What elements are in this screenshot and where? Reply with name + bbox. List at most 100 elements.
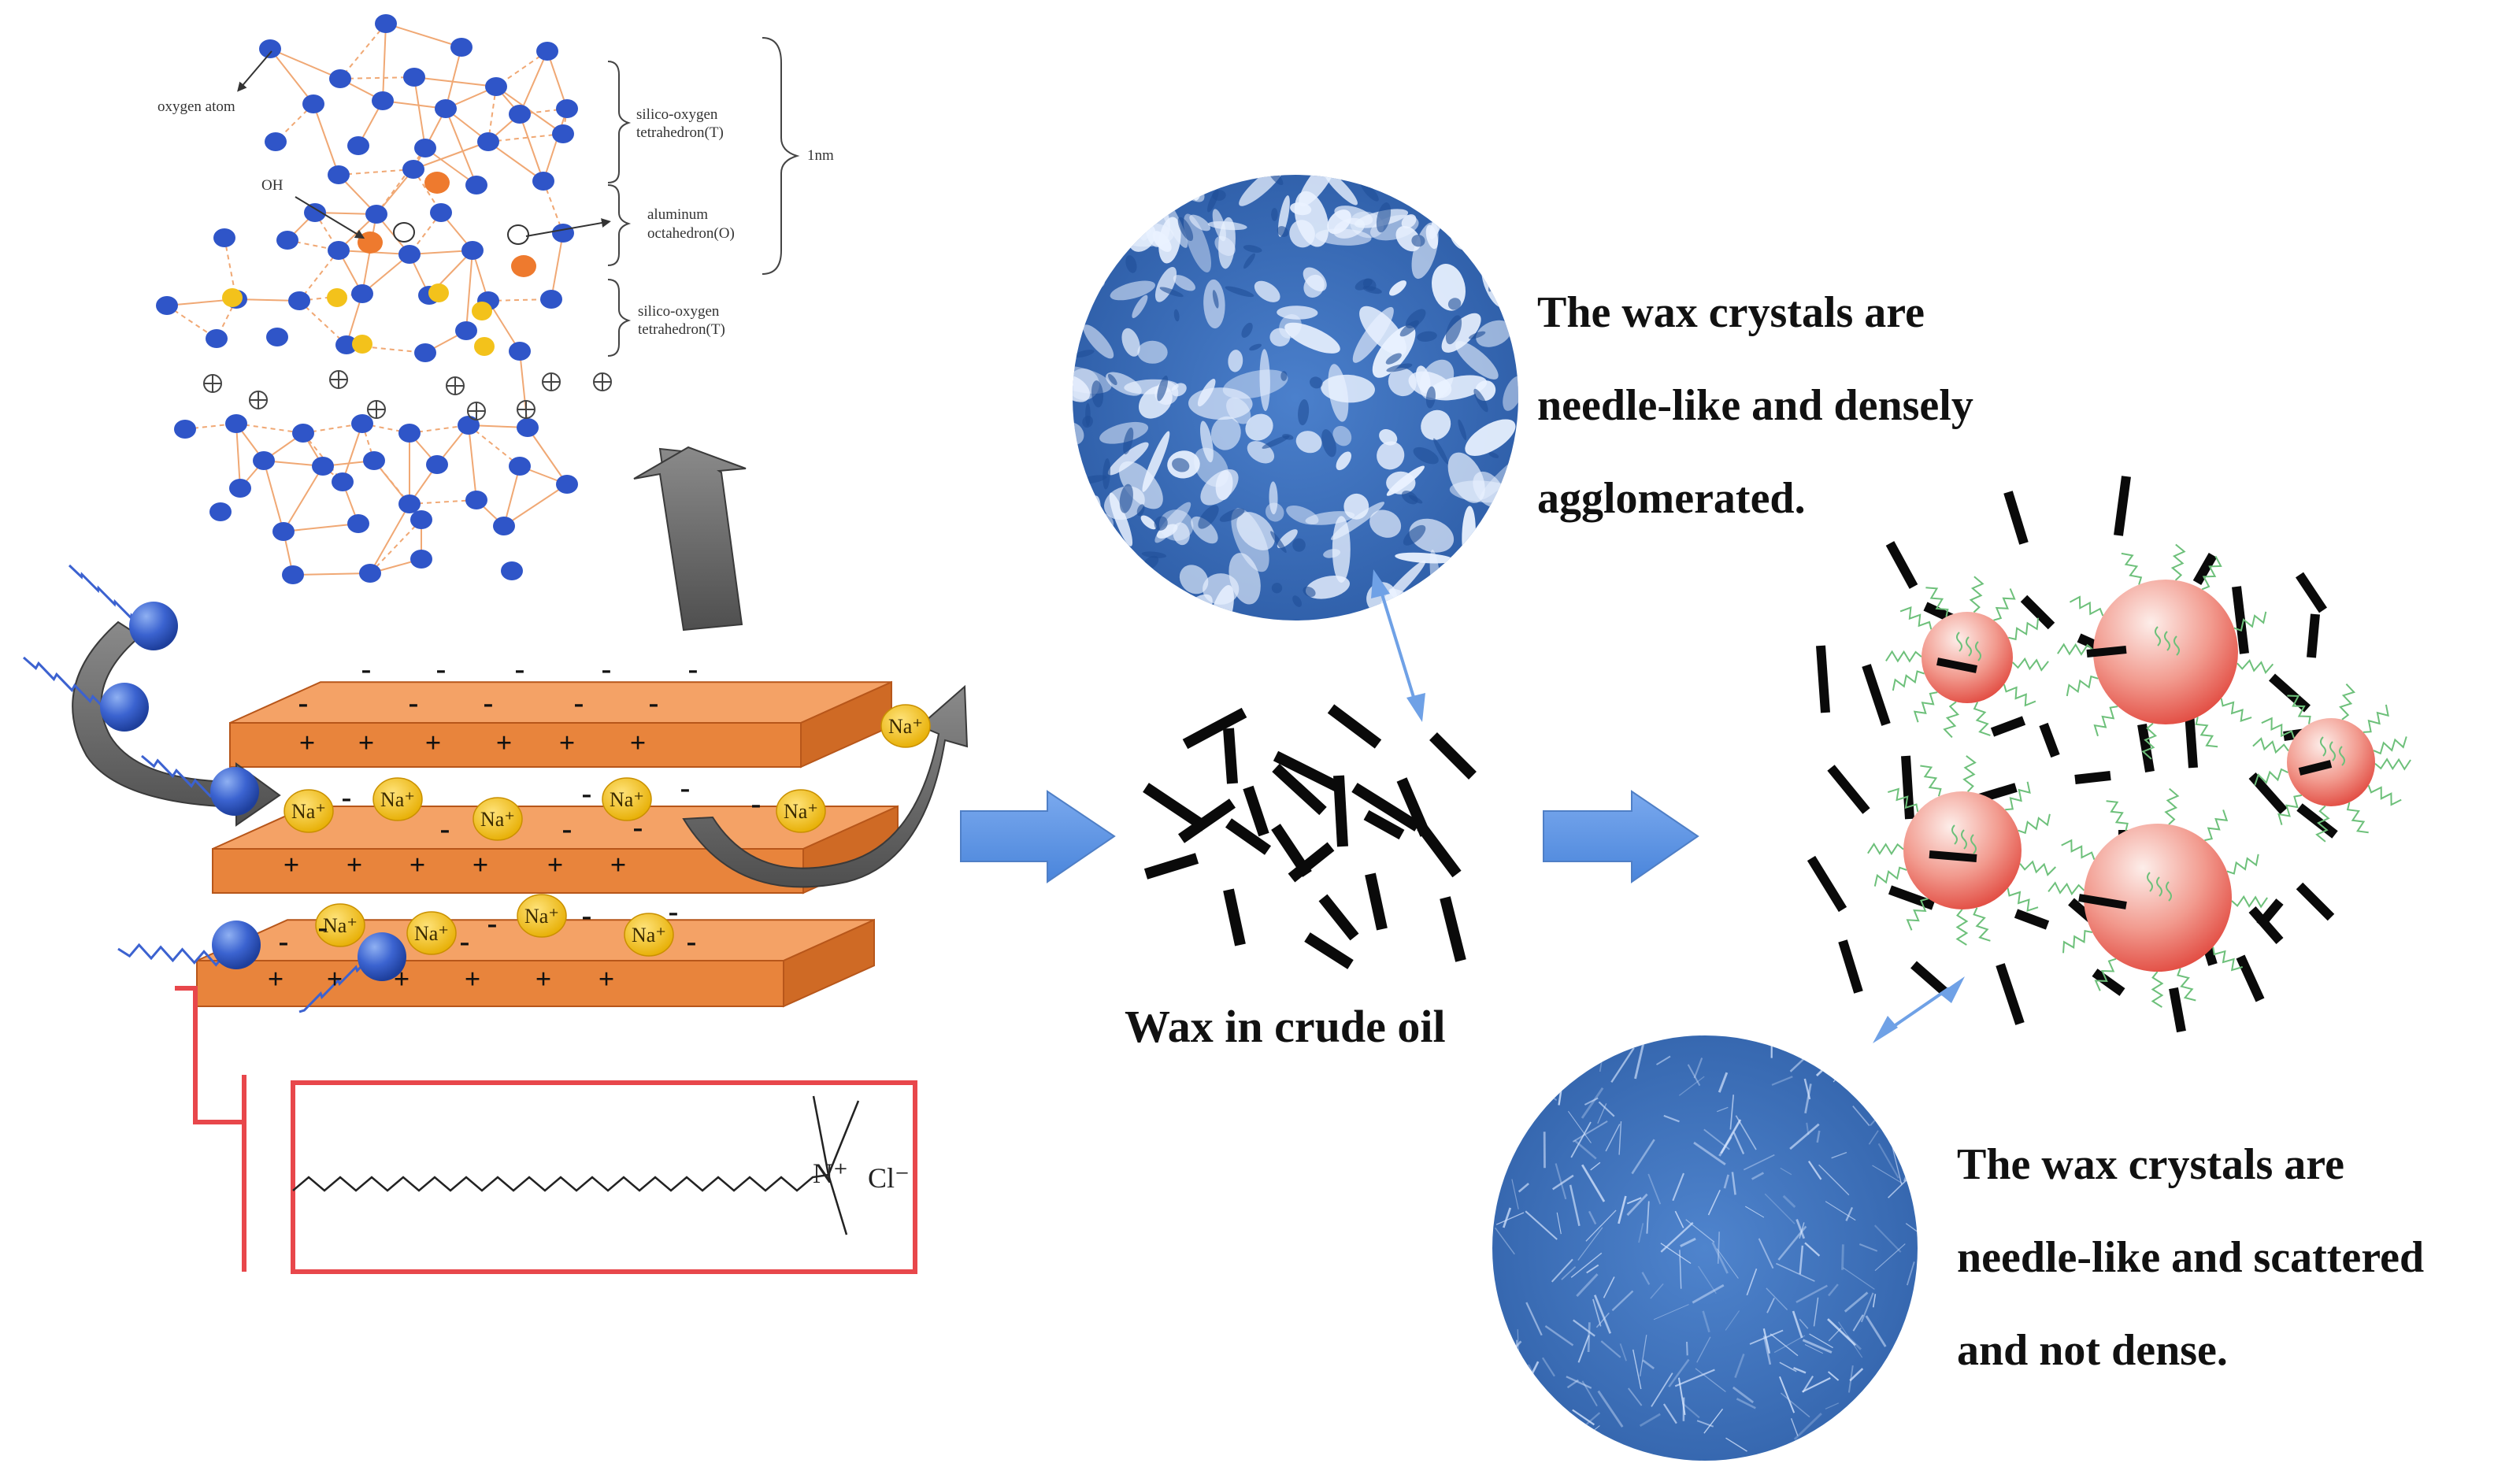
wax-flake: [1066, 608, 1096, 628]
dark-region: [1506, 534, 1523, 555]
wax-needle: [1899, 1380, 1904, 1409]
wax-crystal: [2044, 724, 2055, 756]
lattice-bond: [488, 134, 563, 142]
surfactant-head: [100, 683, 149, 732]
wax-flake: [1077, 574, 1142, 636]
tetrahedron-bottom-label-line2: tetrahedron(T): [638, 321, 725, 339]
wax-crystal: [1307, 937, 1351, 965]
wax-crystal: [2311, 614, 2315, 658]
oxygen-atom: [225, 414, 247, 433]
oxygen-atom: [430, 203, 452, 222]
wax-crystal: [1323, 898, 1354, 937]
wax-needle: [1896, 1117, 1915, 1134]
nanoparticle: [1922, 612, 2013, 703]
negative-charge: -: [460, 925, 470, 958]
wax-crystal: [1421, 827, 1457, 874]
nanoparticle-ligand: [2020, 861, 2055, 875]
oxygen-atom: [213, 228, 235, 247]
wax-needle: [1907, 1432, 1921, 1440]
nanoparticle-ligand: [2008, 618, 2038, 639]
positive-charge: +: [284, 849, 300, 880]
wax-needle: [1868, 1084, 1888, 1117]
oxygen-atom: [532, 172, 554, 191]
lattice-bond: [376, 148, 425, 214]
wax-needle: [1904, 1160, 1912, 1181]
oxygen-atom: [540, 290, 562, 309]
dark-region: [1440, 205, 1451, 217]
nanoparticle-ligand: [2122, 554, 2141, 585]
wax-crystal: [1146, 787, 1205, 827]
oxygen-atom: [556, 99, 578, 118]
negative-charge: -: [574, 687, 584, 720]
nanoparticle-ligand: [1944, 702, 1958, 737]
negative-charge: -: [318, 911, 328, 944]
negative-charge: -: [582, 899, 592, 932]
wax-crystal: [1228, 728, 1232, 783]
nanoparticle-ligand: [2048, 883, 2084, 894]
nanoparticle-ligand: [2227, 854, 2259, 874]
nanoparticle-ligand: [1974, 908, 1991, 941]
oxygen-atom: [266, 328, 288, 346]
nanoparticle-ligand: [1886, 652, 1922, 661]
wax-crystal: [1821, 646, 1825, 713]
wax-needle: [1843, 1244, 1844, 1270]
description-dense-line1: The wax crystals are: [1537, 266, 1973, 359]
wax-crystal: [1146, 858, 1197, 874]
positive-charge: +: [299, 727, 316, 758]
oxygen-atom: [351, 414, 373, 433]
nanoparticle-ligand: [1964, 756, 1975, 791]
wax-needle: [1503, 1042, 1507, 1077]
negative-charge: -: [633, 811, 643, 844]
oxygen-atom: [552, 224, 574, 243]
nanoparticle-ligand: [1914, 692, 1937, 722]
nanoparticle-ligand: [2375, 759, 2411, 769]
nanoparticle-ligand: [2067, 676, 2099, 696]
thickness-label: 1nm: [807, 147, 834, 165]
oxygen-atom: [461, 241, 484, 260]
wax-crystal: [1339, 776, 1343, 846]
wax-flake: [1471, 193, 1484, 220]
nanoparticle-ligand: [2018, 814, 2050, 833]
oxygen-atom: [372, 91, 394, 110]
oxygen-atom: [402, 160, 424, 179]
dark-region: [1080, 247, 1099, 274]
surfactant-head: [212, 921, 261, 969]
wax-needle: [1910, 1435, 1925, 1444]
wax-needle: [1494, 1348, 1514, 1368]
wax-flake: [1063, 176, 1088, 191]
brace-tetrahedron-bottom: [608, 280, 628, 356]
wax-needle: [1497, 1358, 1517, 1382]
wax-needle: [1908, 1111, 1938, 1135]
dark-region: [1390, 603, 1410, 614]
silicon-atom: [352, 335, 372, 354]
wax-needle: [1841, 1416, 1849, 1435]
oxygen-atom: [398, 245, 421, 264]
oxygen-atom: [536, 42, 558, 61]
sodium-ion-label: Na⁺: [888, 715, 923, 738]
wax-needle: [1833, 1052, 1860, 1082]
oxygen-atom: [229, 479, 251, 498]
oxygen-atom: [365, 205, 387, 224]
nanoparticle-ligand: [2232, 897, 2267, 907]
dark-region: [1486, 265, 1501, 293]
wax-flake: [1092, 588, 1150, 626]
wax-needle: [1595, 1044, 1605, 1057]
wax-needle: [1833, 1424, 1844, 1458]
negative-charge: -: [440, 813, 450, 846]
wax-flake: [1448, 591, 1480, 622]
dark-region: [1096, 609, 1108, 621]
positive-charge: +: [598, 963, 615, 995]
brace-tetrahedron-top: [608, 61, 628, 183]
dark-region: [1397, 604, 1421, 623]
positive-charge: +: [410, 849, 426, 880]
nanoparticle-ligand: [1971, 576, 1983, 612]
oxygen-atom: [206, 329, 228, 348]
negative-charge: -: [669, 895, 679, 928]
positive-charge: +: [358, 727, 375, 758]
oxygen-atom: [398, 424, 421, 443]
silicon-atom: [428, 283, 449, 302]
oxygen-atom: [359, 564, 381, 583]
micrograph-dense-wax: [1045, 144, 1534, 651]
negative-charge: -: [298, 687, 309, 720]
wax-needle: [1543, 1044, 1560, 1072]
